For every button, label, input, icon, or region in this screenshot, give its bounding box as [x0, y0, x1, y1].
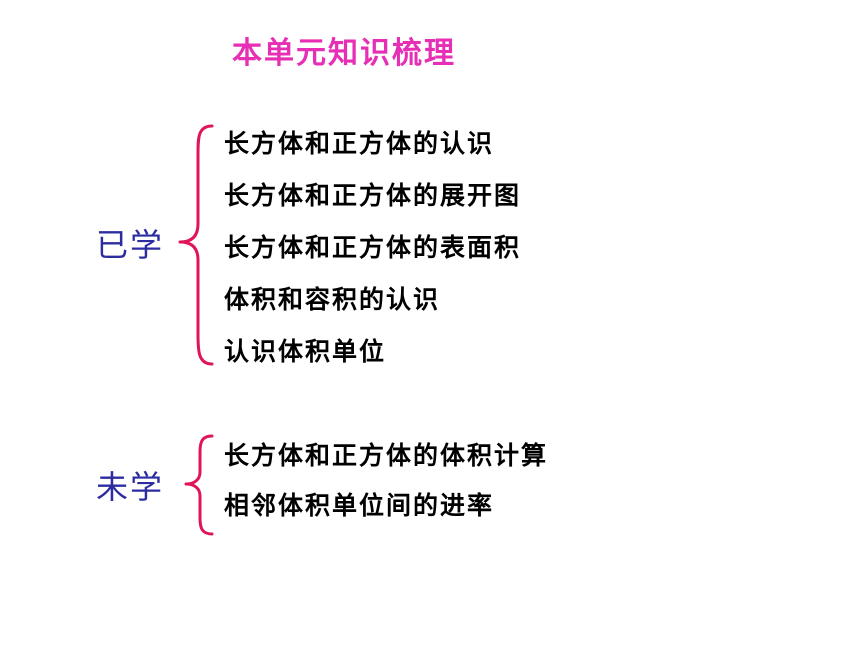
unlearned-brace: [184, 434, 214, 536]
learned-item-4: 体积和容积的认识: [224, 285, 441, 314]
unlearned-item-2: 相邻体积单位间的进率: [224, 491, 495, 520]
learned-item-1: 长方体和正方体的认识: [224, 129, 495, 158]
learned-brace: [178, 124, 214, 366]
learned-item-2: 长方体和正方体的展开图: [224, 181, 522, 210]
unlearned-label: 未学: [96, 468, 165, 506]
learned-item-3: 长方体和正方体的表面积: [224, 233, 522, 262]
unlearned-item-1: 长方体和正方体的体积计算: [224, 441, 549, 470]
learned-label: 已学: [96, 226, 165, 264]
page-title: 本单元知识梳理: [232, 36, 456, 71]
learned-item-5: 认识体积单位: [224, 337, 387, 366]
